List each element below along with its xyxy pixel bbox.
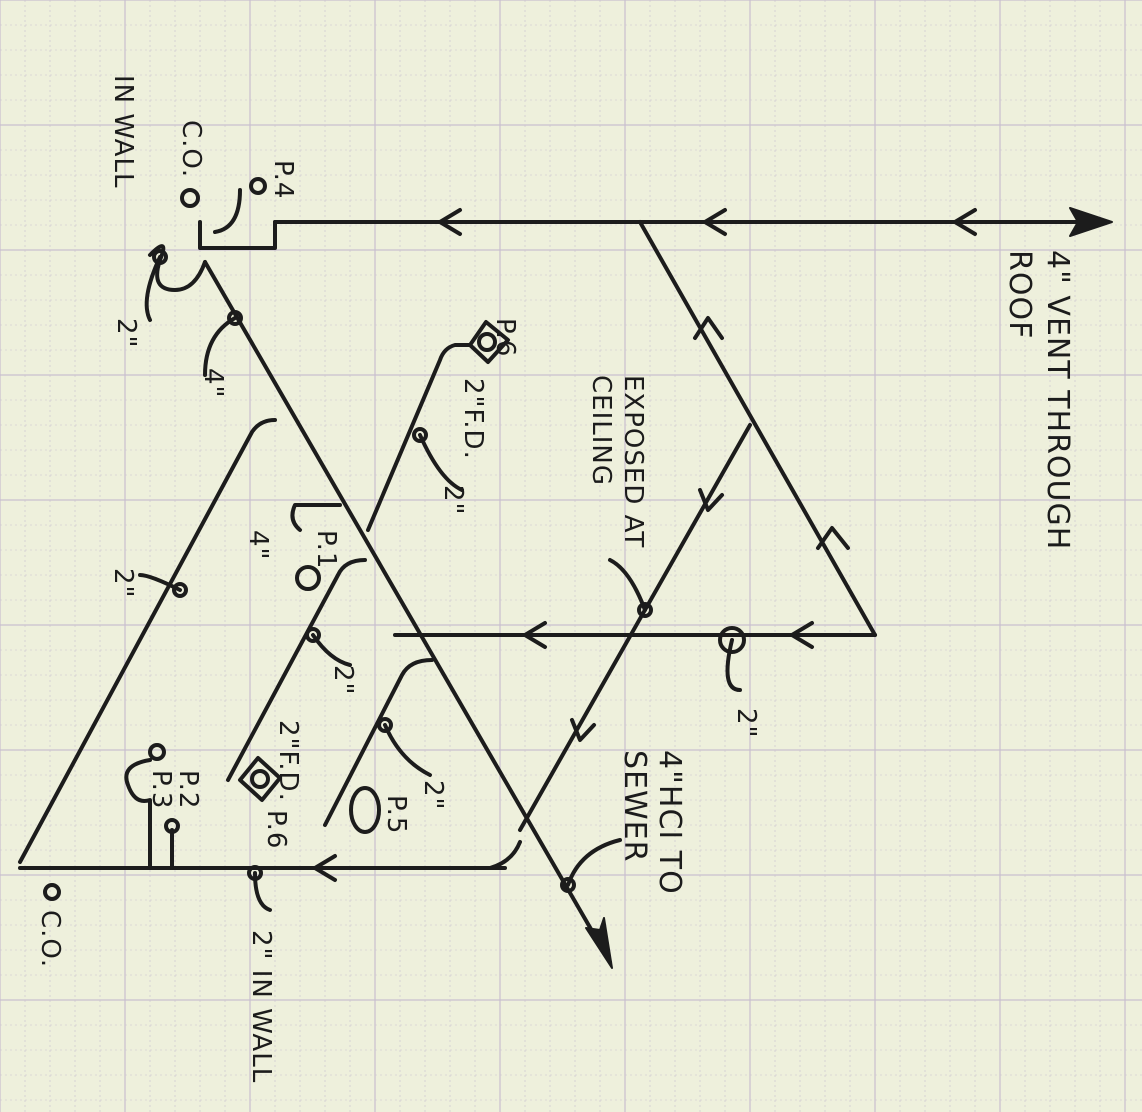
vent-label-line1: 4" VENT THROUGH: [1040, 250, 1075, 550]
leader-line: [144, 255, 162, 322]
size-2in-label: 2": [438, 485, 468, 516]
size-marker: [305, 627, 321, 643]
size-marker: [412, 427, 428, 443]
size-marker: [377, 717, 393, 733]
flow-chevron-icon: [438, 208, 462, 236]
p3-label: P.3: [146, 770, 176, 809]
p3-fixture-icon: [148, 743, 166, 761]
flow-chevron-icon: [570, 718, 596, 742]
floor-drain-top-icon: [468, 320, 510, 364]
flow-chevron-icon: [953, 208, 977, 236]
size-marker: [560, 877, 576, 893]
branch-2in-left: [18, 418, 277, 864]
size-4in-label: 4": [198, 368, 228, 399]
in-wall-top-label: IN WALL: [108, 75, 138, 188]
size-4in-label: 4": [243, 530, 273, 561]
p6-fd-bottom-label: 2"F.D.: [273, 720, 303, 802]
vent-diagonal: [638, 220, 877, 637]
pipe-network: [18, 177, 1113, 969]
branch-p6-top: [366, 343, 472, 532]
flow-chevron-icon: [693, 316, 724, 340]
flow-chevron-icon: [313, 854, 337, 882]
cleanout-bottom-icon: [43, 883, 61, 901]
leader-line: [566, 838, 622, 887]
sewer-label-line1: 4"HCI TO: [652, 750, 687, 895]
p4-label: P.4: [268, 160, 298, 199]
floor-drain-top-center: [477, 332, 497, 352]
floor-drain-bottom-center: [250, 769, 270, 789]
leader-line: [418, 433, 464, 492]
flow-chevron-icon: [816, 526, 850, 550]
flow-chevron-icon: [698, 488, 724, 512]
size-2in-label: 2": [731, 708, 761, 739]
p4-trap: [198, 188, 277, 250]
size-2in-label: 2": [111, 318, 141, 349]
leader-line: [138, 573, 182, 592]
size-marker: [172, 582, 188, 598]
cleanout-top-icon: [180, 188, 200, 208]
exposed-label-line1: EXPOSED AT: [618, 375, 648, 548]
flow-chevron-icon: [523, 621, 547, 649]
size-2in-label: 2": [328, 665, 358, 696]
p1-fixture-icon: [295, 565, 321, 591]
flow-chevron-icon: [790, 621, 814, 649]
floor-drain-bottom-icon: [238, 756, 282, 802]
leader-line: [608, 558, 647, 612]
leader-line: [383, 723, 432, 777]
p5-fixture-icon: [349, 786, 381, 834]
leader-line: [203, 316, 237, 377]
p5-label: P.5: [381, 795, 411, 834]
size-marker: [152, 249, 168, 265]
p1-label: P.1: [311, 530, 341, 569]
branch-p1: [226, 558, 367, 782]
vent-arrow-icon: [1069, 207, 1113, 237]
flow-chevron-icon: [703, 208, 727, 236]
p3-trap: [124, 758, 152, 870]
annotations: 4" VENT THROUGH ROOF EXPOSED AT CEILING …: [35, 75, 1075, 1083]
bottom-curve-join: [488, 840, 522, 870]
size-2in-label: 2": [108, 568, 138, 599]
p1-trap: [290, 503, 342, 532]
leader-line: [725, 638, 742, 692]
leader-line: [253, 871, 272, 912]
p6-fd-top-label: 2"F.D.: [458, 378, 488, 460]
size-marker: [637, 602, 653, 618]
p6-bottom-label: P.6: [261, 810, 291, 849]
size-marker: [227, 310, 243, 326]
p4-fixture-icon: [249, 177, 267, 195]
exposed-vent-diagonal: [518, 423, 752, 832]
size-marker: [718, 626, 746, 654]
leader-line: [311, 633, 352, 667]
p6-top-label: P.6: [490, 318, 520, 357]
size-2in-label: 2": [418, 780, 448, 811]
vent-label-line2: ROOF: [1002, 250, 1037, 339]
sewer-arrow-icon: [585, 917, 613, 969]
exposed-label-line2: CEILING: [586, 375, 616, 486]
sewer-label-line2: SEWER: [617, 750, 652, 862]
cleanout-top-label: C.O.: [176, 120, 206, 178]
cleanout-bottom-label: C.O.: [35, 910, 65, 968]
p2-label: P.2: [173, 770, 203, 809]
main-drain-diagonal: [203, 260, 612, 964]
in-wall-bottom-label: 2" IN WALL: [246, 930, 276, 1083]
in-wall-wiggle: [148, 244, 207, 292]
p2-fixture-icon: [164, 818, 180, 834]
branch-p5: [323, 658, 434, 827]
